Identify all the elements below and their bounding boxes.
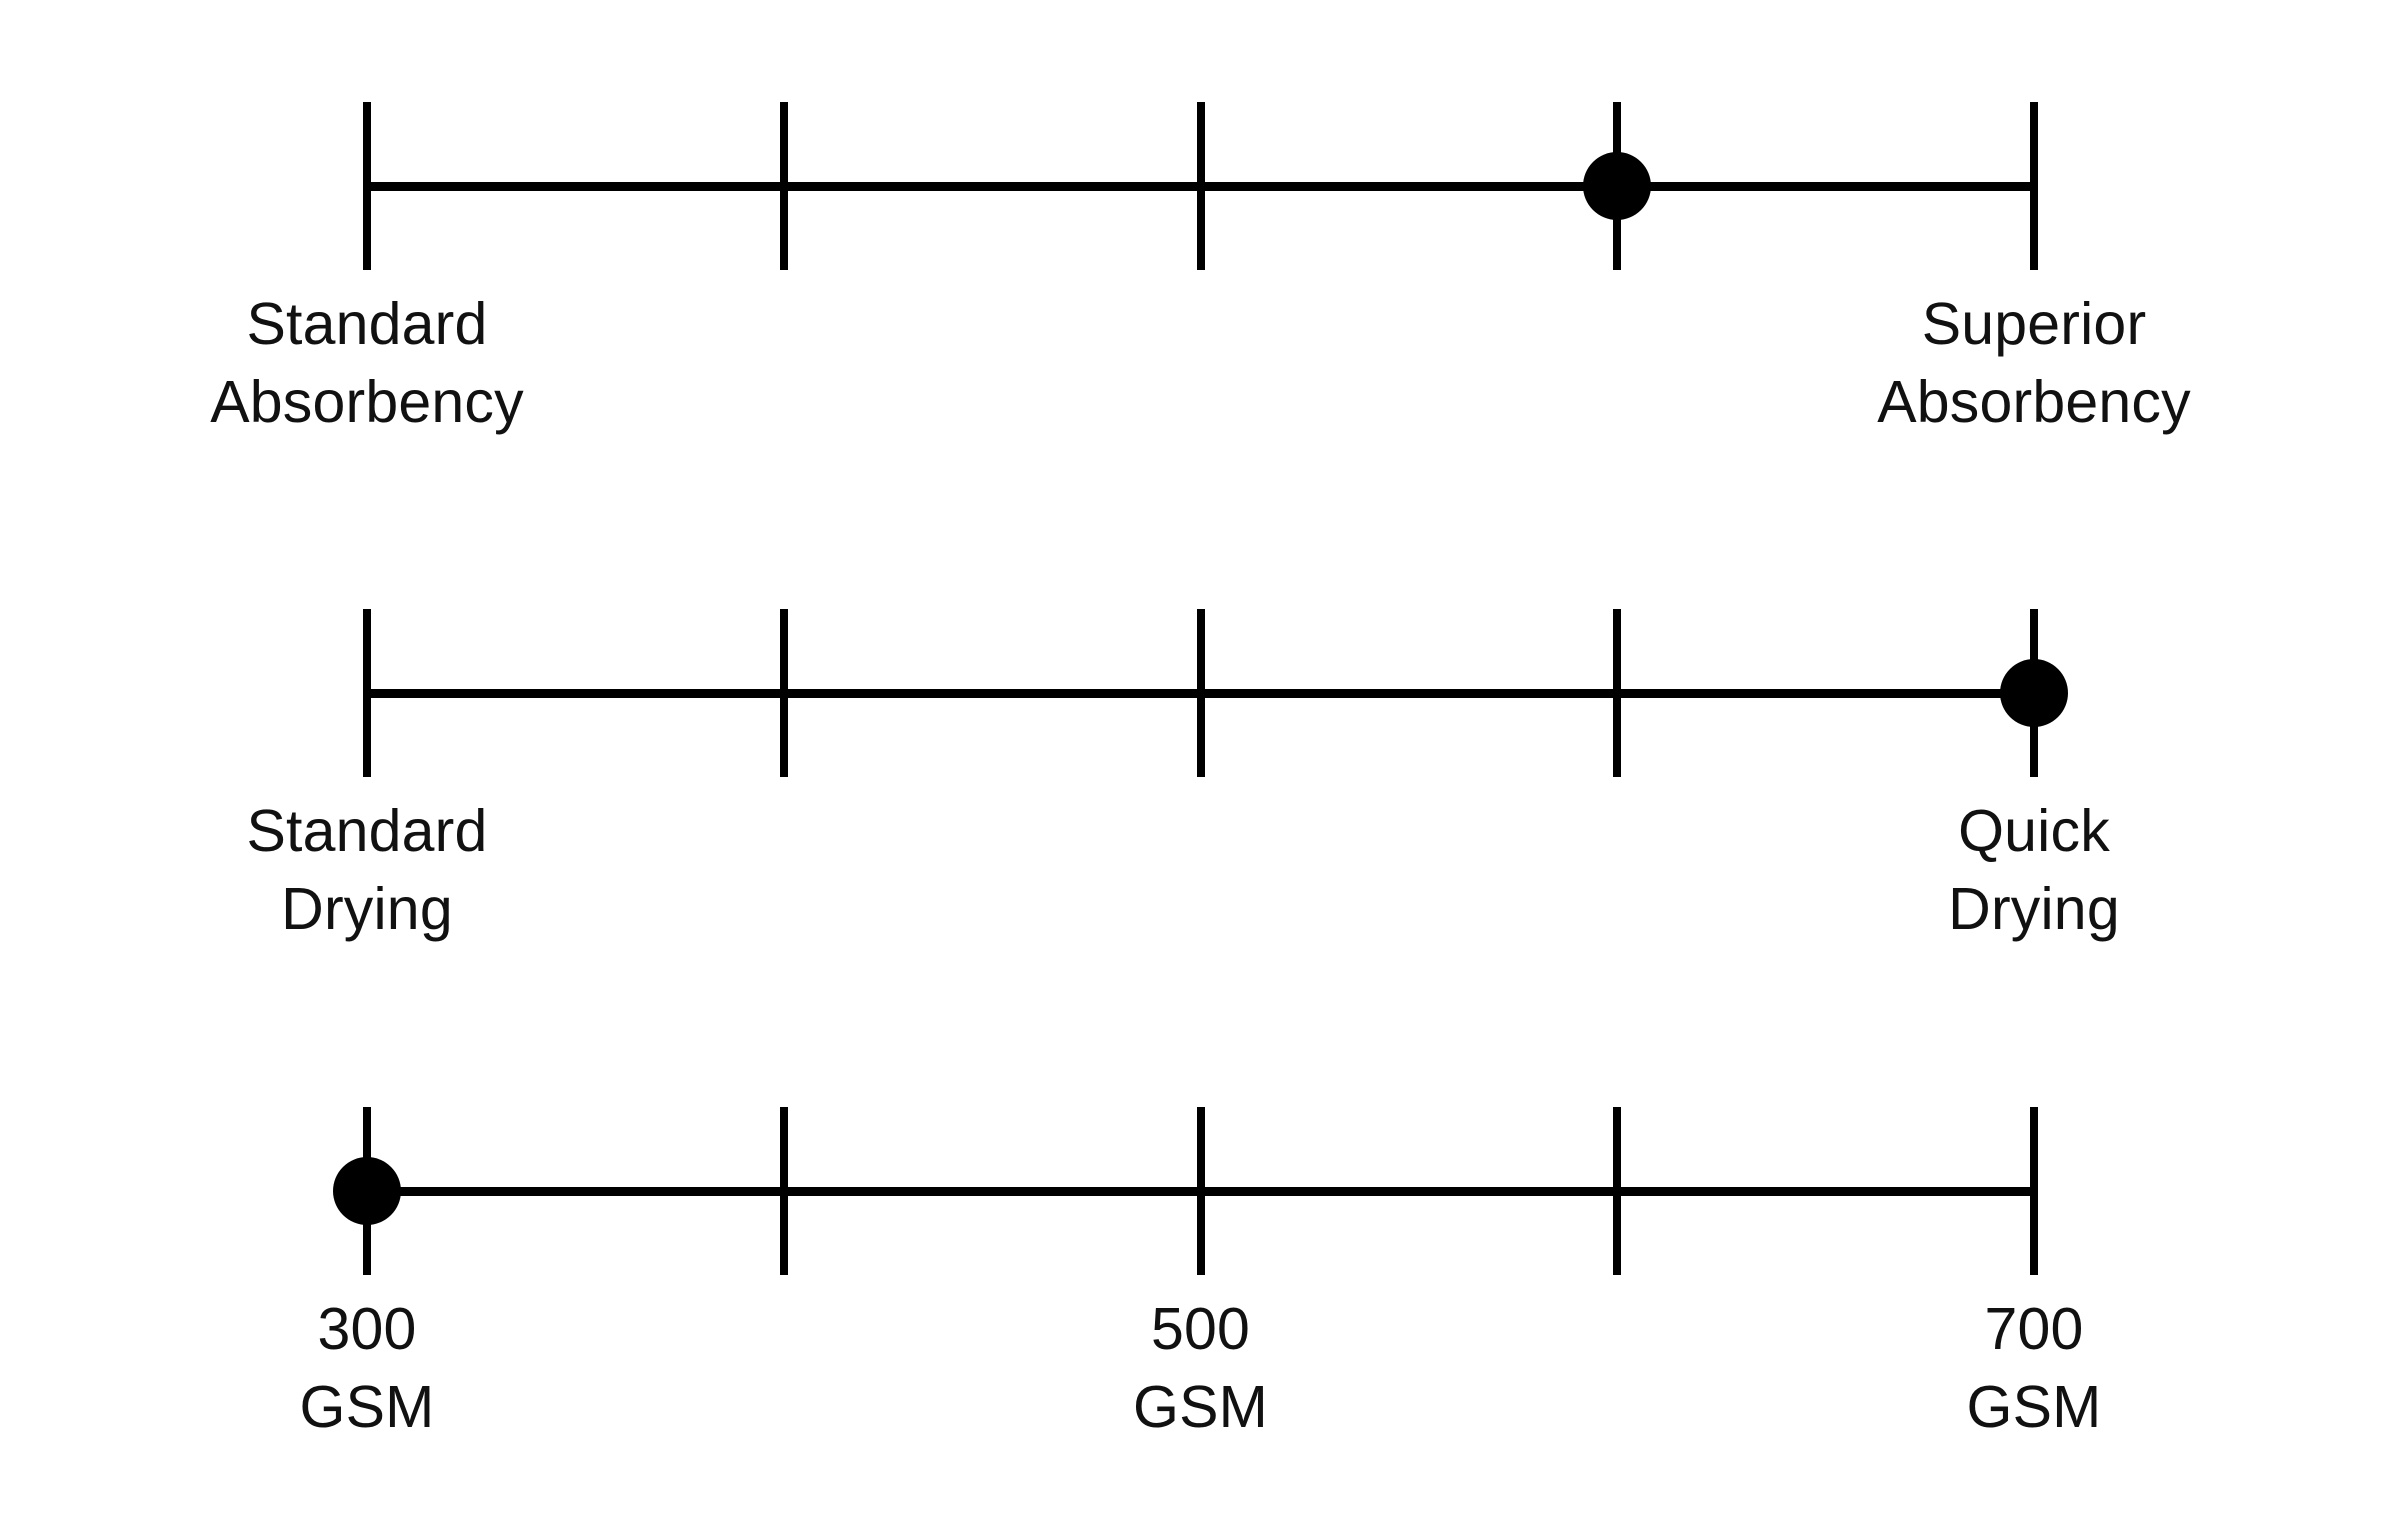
scale-absorbency-label-right-line-2: Absorbency	[1877, 368, 2191, 435]
scale-gsm-tick-1[interactable]	[779, 1107, 788, 1275]
scale-gsm-label-center-line-2: GSM	[1133, 1373, 1268, 1440]
scale-gsm-label-right-line-2: GSM	[1966, 1373, 2102, 1440]
scale-drying-label-left-line-1: Standard	[246, 798, 488, 864]
scale-gsm-label-right-line-1: 700	[1984, 1296, 2084, 1362]
scale-drying-tick-3[interactable]	[1613, 609, 1622, 777]
scale-drying-tick-1[interactable]	[779, 609, 788, 777]
scale-gsm-track[interactable]	[0, 1091, 2400, 1291]
scale-drying-label-right-line-1: Quick	[1958, 798, 2110, 864]
scale-gsm-marker-dot[interactable]	[333, 1157, 401, 1225]
scale-absorbency-tick-0[interactable]	[363, 102, 371, 270]
scale-absorbency-marker-dot[interactable]	[1583, 152, 1652, 220]
scale-gsm-tick-3[interactable]	[1613, 1107, 1622, 1275]
scale-absorbency-label-left-line-1: Standard	[246, 291, 488, 357]
scale-absorbency-label-right-line-1: Superior	[1921, 291, 2147, 357]
scale-absorbency-label-left-line-2: Absorbency	[210, 368, 524, 435]
scale-drying-tick-2[interactable]	[1196, 609, 1205, 777]
scale-gsm-tick-2[interactable]	[1196, 1107, 1205, 1275]
scale-gsm-label-center-line-1: 500	[1150, 1296, 1251, 1362]
scale-drying-label-left-line-2: Drying	[281, 875, 453, 942]
scale-absorbency-tick-2[interactable]	[1196, 102, 1205, 270]
scale-drying-track[interactable]	[0, 593, 2400, 793]
scale-drying-tick-0[interactable]	[363, 609, 371, 777]
scale-absorbency-tick-4[interactable]	[2030, 102, 2038, 270]
scale-gsm-label-left-line-2: GSM	[299, 1373, 435, 1440]
scale-drying-label-right-line-2: Drying	[1948, 875, 2120, 942]
scale-drying-marker-dot[interactable]	[2000, 659, 2068, 727]
scale-gsm-label-left-line-1: 300	[317, 1296, 417, 1362]
scale-gsm-tick-4[interactable]	[2030, 1107, 2038, 1275]
scale-absorbency-track[interactable]	[0, 86, 2400, 286]
scale-absorbency-tick-1[interactable]	[779, 102, 788, 270]
